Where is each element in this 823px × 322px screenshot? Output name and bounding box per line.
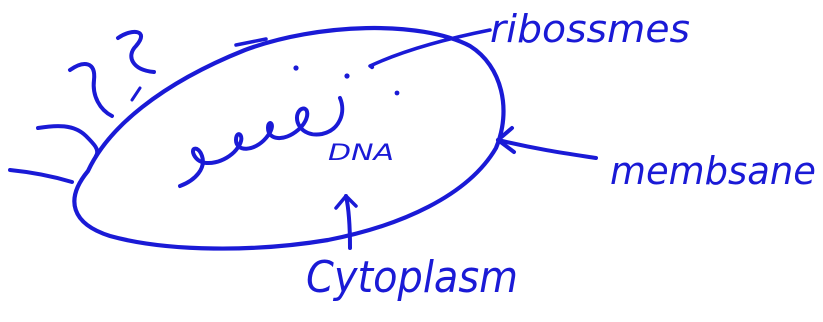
- cytoplasm-label: Cytoplasm: [306, 252, 518, 303]
- dna-strand: [180, 98, 342, 186]
- flagellum-4: [118, 32, 154, 72]
- flagellum-3: [70, 64, 112, 116]
- ribosome-dot: [293, 65, 299, 71]
- flagellum-1: [10, 170, 72, 182]
- ribosome-dot: [344, 73, 350, 79]
- membrane-arrow-head: [498, 128, 514, 152]
- ribosomes-label: ribossmes: [490, 7, 690, 51]
- cell-membrane-outline: [74, 28, 503, 249]
- membrane-arrow-shaft: [498, 140, 596, 158]
- membrane-label: membsane: [610, 149, 816, 193]
- dna-label: DNA: [328, 141, 394, 166]
- ribosome-dot: [394, 90, 400, 96]
- ribosomes-pointer-line: [370, 30, 490, 66]
- flagellum-5: [132, 88, 140, 100]
- cytoplasm-arrow-shaft: [346, 196, 350, 248]
- flagellum-2: [38, 126, 97, 156]
- cytoplasm-arrow-head: [336, 196, 356, 208]
- membrane-tick-mark: [236, 39, 266, 45]
